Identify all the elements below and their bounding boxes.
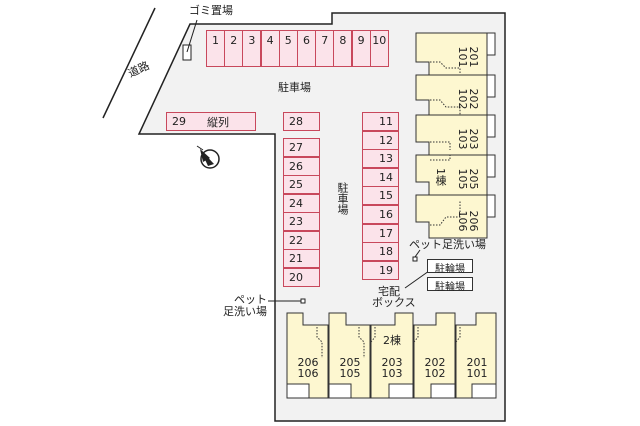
parking-label-vertical: 駐車場: [336, 182, 349, 215]
parking-spot-8[interactable]: 8: [333, 30, 353, 67]
tandem-label: 縦列: [207, 115, 229, 129]
parking-label-top: 駐車場: [278, 81, 311, 94]
parking-spot-6[interactable]: 6: [297, 30, 316, 67]
parking-spot-28[interactable]: 28: [283, 112, 320, 131]
parking-spot-17[interactable]: 17: [362, 223, 399, 243]
parking-spot-14[interactable]: 14: [362, 167, 399, 187]
parking-spot-9[interactable]: 9: [351, 30, 371, 67]
parking-spot-27[interactable]: 27: [283, 138, 320, 157]
parking-spot-11[interactable]: 11: [362, 112, 399, 131]
pet-wash-label-left-2: 足洗い場: [223, 305, 267, 318]
road-edge-line: [102, 7, 156, 119]
parking-spot-23[interactable]: 23: [283, 212, 320, 231]
garbage-label: ゴミ置場: [189, 4, 233, 17]
garbage-box: [182, 44, 192, 61]
parking-spot-12[interactable]: 12: [362, 130, 399, 150]
bicycle-parking-2: 駐輪場: [427, 277, 473, 293]
pet-wash-left-marker: [300, 298, 306, 304]
parking-spot-21[interactable]: 21: [283, 249, 320, 268]
parking-spot-15[interactable]: 15: [362, 186, 399, 206]
parking-spot-1[interactable]: 1: [206, 30, 225, 67]
parking-spot-24[interactable]: 24: [283, 193, 320, 213]
parking-spot-25[interactable]: 25: [283, 175, 320, 194]
parking-spot-3[interactable]: 3: [242, 30, 262, 67]
delivery-label-1: 宅配: [378, 285, 400, 298]
building-2: [286, 312, 497, 399]
parking-spot-4[interactable]: 4: [260, 30, 280, 67]
delivery-label-2: ボックス: [372, 296, 416, 309]
parking-spot-19[interactable]: 19: [362, 260, 399, 280]
pet-wash-label-right: ペット足洗い場: [409, 238, 486, 251]
parking-spot-5[interactable]: 5: [278, 30, 298, 67]
parking-spot-22[interactable]: 22: [283, 230, 320, 250]
building-1: [415, 32, 496, 239]
parking-spot-18[interactable]: 18: [362, 242, 399, 262]
north-compass-icon: [196, 145, 220, 169]
pet-wash-label-left-1: ペット: [234, 293, 267, 306]
bicycle-parking-1: 駐輪場: [427, 259, 473, 275]
parking-spot-7[interactable]: 7: [315, 30, 335, 67]
parking-spot-16[interactable]: 16: [362, 205, 399, 224]
parking-spot-13[interactable]: 13: [362, 149, 399, 169]
building-2-label: 2棟: [383, 334, 401, 347]
parking-spot-2[interactable]: 2: [224, 30, 244, 67]
parking-spot-29[interactable]: 29 縦列: [166, 112, 256, 131]
building-1-label: 1棟: [434, 168, 447, 186]
parking-spot-10[interactable]: 10: [369, 30, 389, 67]
parking-spot-26[interactable]: 26: [283, 156, 320, 176]
pet-wash-right-marker: [412, 256, 418, 262]
parking-spot-20[interactable]: 20: [283, 267, 320, 287]
